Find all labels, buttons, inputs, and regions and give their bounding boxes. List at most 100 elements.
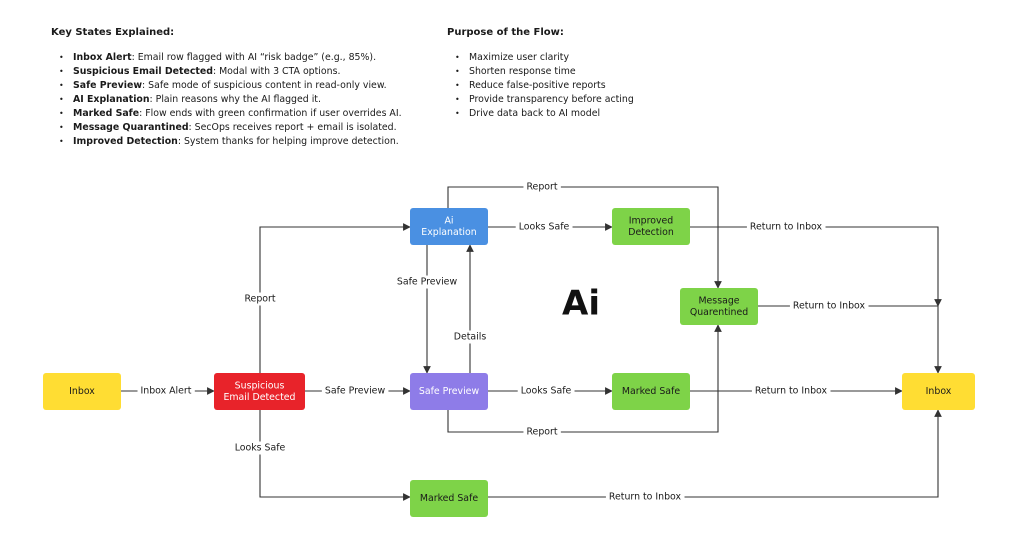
key-state-item: Inbox Alert: Email row flagged with AI “… <box>53 51 402 65</box>
edge-label-return-bottom: Return to Inbox <box>605 490 685 504</box>
key-state-item: Improved Detection: System thanks for he… <box>53 135 402 149</box>
edge-label-report-bottom: Report <box>523 425 561 439</box>
node-label: Inbox <box>926 386 952 397</box>
key-state-item: Suspicious Email Detected: Modal with 3 … <box>53 65 402 79</box>
edge-label-looks-safe-down: Looks Safe <box>231 441 289 455</box>
edge-label-text: Return to Inbox <box>609 492 682 503</box>
edge-label-text: Looks Safe <box>235 443 286 454</box>
node-label: Quarentined <box>690 307 748 318</box>
node-label: Inbox <box>69 386 95 397</box>
edge-report-bottom <box>447 324 722 433</box>
edge-label-background <box>605 490 685 504</box>
edge-report-top <box>447 186 722 289</box>
edge-label-return-mid: Return to Inbox <box>751 384 831 398</box>
node-box <box>902 373 975 410</box>
node-box <box>612 373 690 410</box>
node-box <box>410 373 488 410</box>
node-box <box>612 208 690 245</box>
key-state-item: AI Explanation: Plain reasons why the AI… <box>53 93 402 107</box>
edge-label-text: Return to Inbox <box>750 222 823 233</box>
purpose-panel: Purpose of the Flow: Maximize user clari… <box>447 27 634 121</box>
node-label: Message <box>698 295 739 306</box>
edge-label-text: Safe Preview <box>325 386 386 397</box>
node-safe-preview: Safe Preview <box>410 373 488 410</box>
node-label: Suspicious <box>235 380 285 391</box>
edge-label-background <box>231 441 289 455</box>
edge-label-background <box>746 220 826 234</box>
node-label: Marked Safe <box>622 386 680 397</box>
key-state-item: Marked Safe: Flow ends with green confir… <box>53 107 402 121</box>
edge-label-background <box>241 292 279 306</box>
edge-label-return-top: Return to Inbox <box>746 220 826 234</box>
edge-label-text: Inbox Alert <box>141 386 192 397</box>
edge-label-background <box>321 384 389 398</box>
node-box <box>410 480 488 517</box>
edge-label-background <box>450 330 490 344</box>
edge-label-background <box>515 220 573 234</box>
edge-label-background <box>517 384 575 398</box>
edge-label-text: Safe Preview <box>397 277 458 288</box>
edge-label-return-quarantine: Return to Inbox <box>789 299 869 313</box>
node-box <box>680 288 758 325</box>
purpose-item: Drive data back to AI model <box>449 107 634 121</box>
edge-label-looks-safe-mid: Looks Safe <box>517 384 575 398</box>
edge-label-text: Return to Inbox <box>755 386 828 397</box>
purpose-item: Provide transparency before acting <box>449 93 634 107</box>
edge-label-text: Report <box>244 294 275 305</box>
purpose-title: Purpose of the Flow: <box>447 27 564 38</box>
purpose-list: Maximize user clarity Shorten response t… <box>449 51 634 121</box>
edge-label-report-top: Report <box>523 180 561 194</box>
edge-return-bottom <box>488 409 942 498</box>
edge-label-text: Report <box>526 427 557 438</box>
node-box <box>410 208 488 245</box>
edge-return-quarantine <box>758 305 942 374</box>
purpose-item: Maximize user clarity <box>449 51 634 65</box>
node-label: Safe Preview <box>419 386 480 397</box>
edge-label-details: Details <box>450 330 490 344</box>
edge-label-safe-preview-main: Safe Preview <box>321 384 389 398</box>
key-states-title: Key States Explained: <box>51 27 175 38</box>
edge-label-report-up: Report <box>241 292 279 306</box>
key-states-panel: Key States Explained: Inbox Alert: Email… <box>51 27 402 149</box>
edge-label-looks-safe-top: Looks Safe <box>515 220 573 234</box>
node-label: Explanation <box>421 227 476 238</box>
node-box <box>43 373 121 410</box>
node-label: Marked Safe <box>420 493 478 504</box>
edge-label-text: Looks Safe <box>521 386 572 397</box>
edge-label-text: Return to Inbox <box>793 301 866 312</box>
edge-label-background <box>789 299 869 313</box>
node-marked-safe-mid: Marked Safe <box>612 373 690 410</box>
node-box <box>214 373 305 410</box>
edge-label-background <box>393 275 461 289</box>
ai-center-text: Ai <box>562 284 600 324</box>
edge-label-text: Report <box>526 182 557 193</box>
edge-label-background <box>523 180 561 194</box>
edge-label-background <box>137 384 195 398</box>
node-label: Improved <box>629 215 674 226</box>
edge-label-text: Looks Safe <box>519 222 570 233</box>
edge-label-inbox-alert: Inbox Alert <box>137 384 195 398</box>
node-label: Detection <box>628 227 674 238</box>
edge-label-background <box>751 384 831 398</box>
edge-report-up <box>259 223 411 373</box>
node-marked-safe-bottom: Marked Safe <box>410 480 488 517</box>
key-state-item: Safe Preview: Safe mode of suspicious co… <box>53 79 402 93</box>
edge-looks-safe-down <box>259 410 411 501</box>
node-inbox-start: Inbox <box>43 373 121 410</box>
purpose-item: Reduce false-positive reports <box>449 79 634 93</box>
edge-label-safe-preview-down: Safe Preview <box>393 275 461 289</box>
edge-label-background <box>523 425 561 439</box>
key-states-list: Inbox Alert: Email row flagged with AI “… <box>53 51 402 149</box>
node-label: Ai <box>444 215 453 226</box>
node-inbox-end: Inbox <box>902 373 975 410</box>
key-state-item: Message Quarantined: SecOps receives rep… <box>53 121 402 135</box>
purpose-item: Shorten response time <box>449 65 634 79</box>
edge-label-text: Details <box>454 332 487 343</box>
